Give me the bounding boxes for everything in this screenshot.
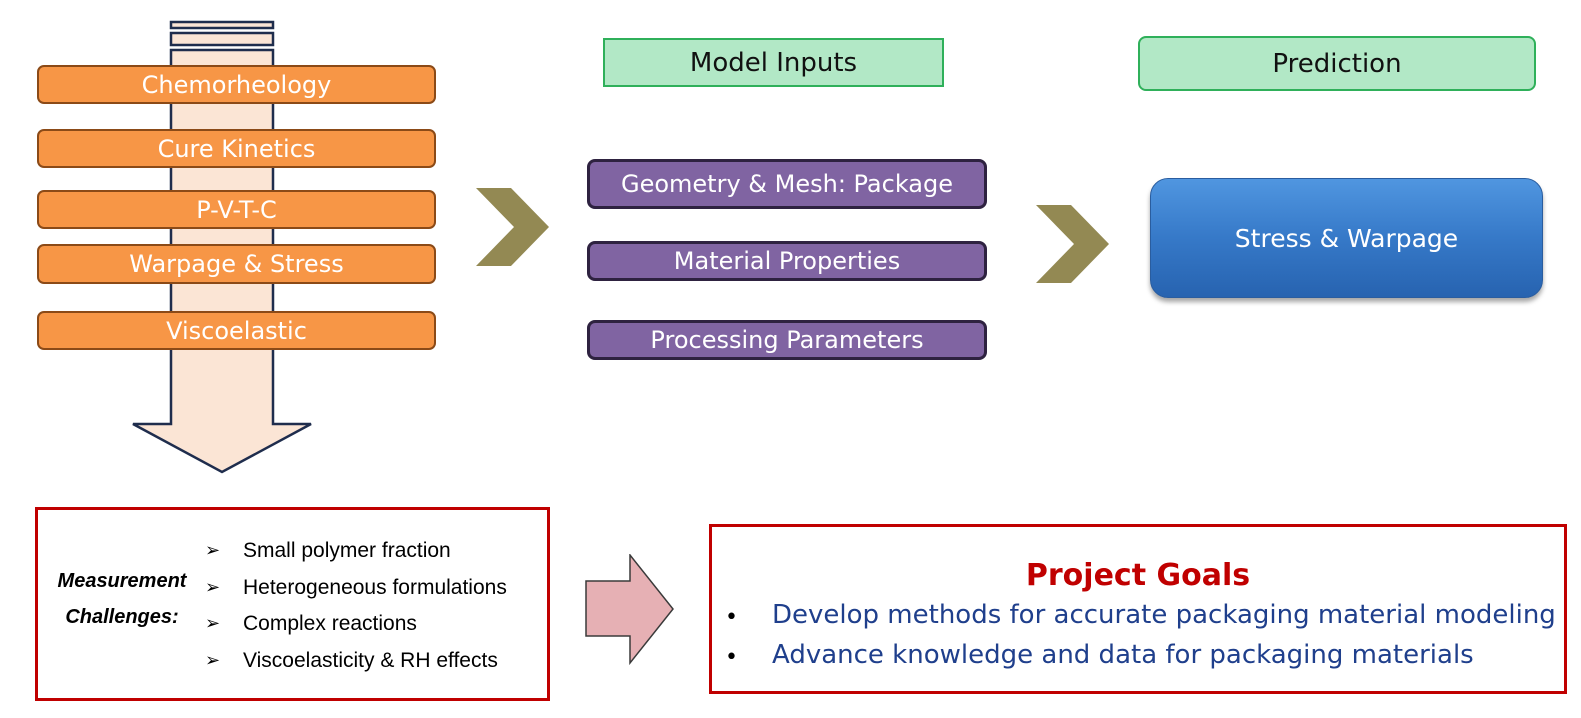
challenge-item: Heterogeneous formulations xyxy=(243,576,507,599)
project-goals-title: Project Goals xyxy=(1025,558,1251,593)
goal-item: Develop methods for accurate packaging m… xyxy=(772,600,1556,630)
bullet-icon: • xyxy=(725,645,738,670)
arrow-bullet-icon: ➢ xyxy=(205,650,221,671)
project-goals-box xyxy=(709,524,1567,694)
prediction-result-box: Stress & Warpage xyxy=(1150,178,1543,298)
arrow-bullet-icon: ➢ xyxy=(205,540,221,561)
challenge-item: Small polymer fraction xyxy=(243,539,451,562)
arrow-bullet-icon: ➢ xyxy=(205,613,221,634)
challenge-item: Viscoelasticity & RH effects xyxy=(243,649,498,672)
block-arrow-right-icon xyxy=(585,554,674,666)
layer-warpage-stress: Warpage & Stress xyxy=(37,244,436,284)
input-processing-parameters: Processing Parameters xyxy=(587,320,987,360)
layer-label: P-V-T-C xyxy=(196,195,277,224)
layer-label: Cure Kinetics xyxy=(157,134,316,163)
model-inputs-header: Model Inputs xyxy=(603,38,944,87)
layer-pvtc: P-V-T-C xyxy=(37,190,436,229)
measurement-challenges-box xyxy=(35,507,550,701)
input-geometry-mesh: Geometry & Mesh: Package xyxy=(587,159,987,209)
layer-label: Warpage & Stress xyxy=(129,250,344,278)
challenges-label-line2: Challenges: xyxy=(65,606,179,628)
measurement-label-line1: Measurement xyxy=(57,570,187,592)
challenge-item: Complex reactions xyxy=(243,612,417,635)
prediction-header: Prediction xyxy=(1138,36,1536,91)
layer-chemorheology: Chemorheology xyxy=(37,65,436,104)
layer-viscoelastic: Viscoelastic xyxy=(37,311,436,350)
bullet-icon: • xyxy=(725,605,738,630)
chevron-right-icon xyxy=(476,188,549,266)
goal-item: Advance knowledge and data for packaging… xyxy=(772,640,1474,670)
layer-label: Viscoelastic xyxy=(166,316,307,345)
chevron-right-icon xyxy=(1036,205,1109,283)
input-material-properties: Material Properties xyxy=(587,241,987,281)
layer-label: Chemorheology xyxy=(141,70,332,99)
arrow-bullet-icon: ➢ xyxy=(205,577,221,598)
layer-cure-kinetics: Cure Kinetics xyxy=(37,129,436,168)
